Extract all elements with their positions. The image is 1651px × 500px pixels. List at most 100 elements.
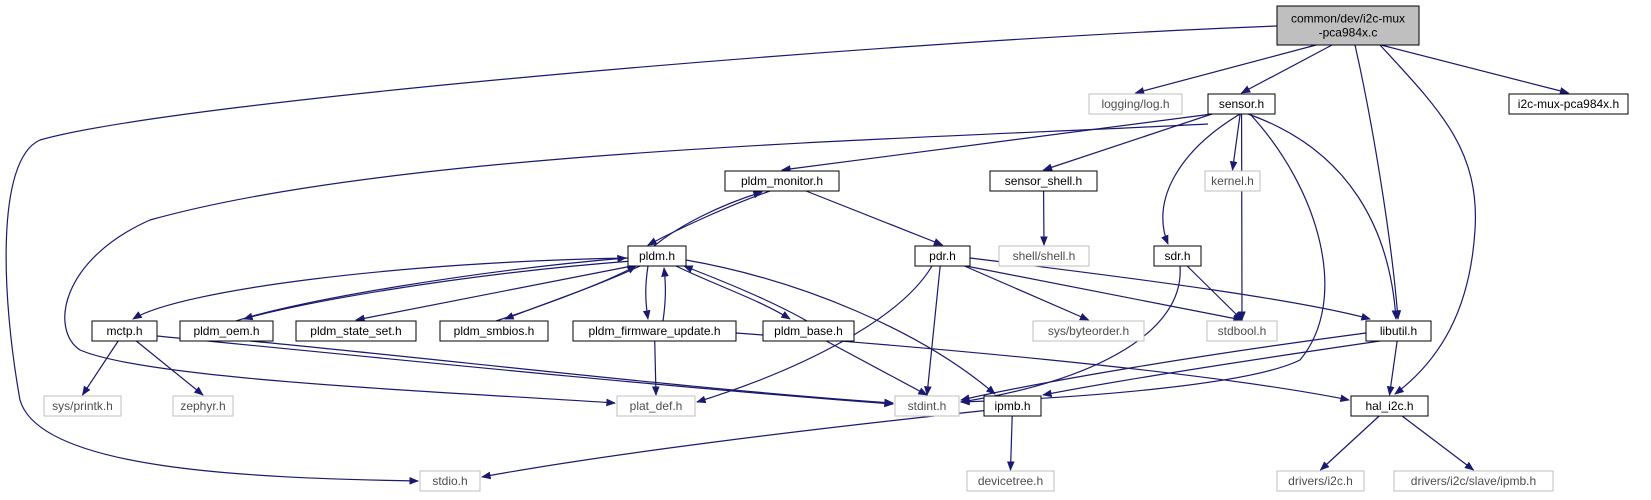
node-box <box>572 320 737 342</box>
edge-pldm-base-h-to-stdint-h <box>825 340 928 396</box>
edge-pldm-h-to-pldm-state-set-h <box>355 265 633 323</box>
node-label: i2c-mux-pca984x.h <box>1518 97 1619 111</box>
node-label: sys/printk.h <box>52 399 113 413</box>
node-label: pldm_firmware_update.h <box>588 324 720 338</box>
node-box <box>1508 93 1629 115</box>
node-mctp-h[interactable]: mctp.h <box>91 320 158 342</box>
edge-pldm-oem-h-to-stdint-h <box>249 340 894 407</box>
node-label: drivers/i2c/slave/ipmb.h <box>1411 474 1536 488</box>
edge-root-to-hal-i2c-h <box>1379 44 1477 395</box>
edge-pldm-h-to-mctp-h <box>132 257 629 320</box>
node-pldm-firmware-update-h[interactable]: pldm_firmware_update.h <box>572 320 737 342</box>
node-label: sdr.h <box>1164 249 1190 263</box>
edge-sensor-h-to-sensor-shell-h <box>1042 113 1213 171</box>
edge-pldm-firmware-update-h-to-hal-i2c-h <box>735 332 1350 403</box>
node-box <box>627 245 687 267</box>
edge-mctp-h-to-zephyr-h <box>135 340 204 396</box>
edge-libutil-h-to-hal-i2c-h <box>1386 340 1398 396</box>
edge-hal-i2c-h-to-drivers-i2c-h <box>1319 415 1380 471</box>
edge-sensor-h-to-pldm-monitor-h <box>781 113 1213 173</box>
edge-pldm-h-to-pldm-oem-h <box>243 260 633 321</box>
edge-pldm-h-to-pldm-base-h <box>675 265 791 320</box>
node-box <box>762 320 855 342</box>
node-box <box>439 320 549 342</box>
node-box <box>43 395 122 417</box>
node-logging-log-h: logging/log.h <box>1088 93 1183 115</box>
node-label: pldm_oem.h <box>193 324 259 338</box>
node-root[interactable]: common/dev/i2c-mux-pca984x.c <box>1276 5 1420 46</box>
edge-libutil-h-to-ipmb-h <box>1042 340 1381 398</box>
node-sensor-h[interactable]: sensor.h <box>1207 93 1276 115</box>
edge-pdr-h-to-sys-byteorder-h <box>964 265 1090 321</box>
edge-pldm-firmware-update-h-to-pldm-h <box>661 267 669 322</box>
edge-sensor-h-to-kernel-h <box>1229 113 1241 171</box>
node-label: ipmb.h <box>994 399 1030 413</box>
node-sensor-shell-h[interactable]: sensor_shell.h <box>989 170 1098 192</box>
node-label: pldm.h <box>639 249 675 263</box>
node-pldm-smbios-h[interactable]: pldm_smbios.h <box>439 320 549 342</box>
node-label: logging/log.h <box>1101 97 1169 111</box>
node-box <box>179 320 274 342</box>
node-sdr-h[interactable]: sdr.h <box>1153 245 1202 267</box>
node-box <box>295 320 417 342</box>
node-label: kernel.h <box>1211 174 1254 188</box>
node-pdr-h[interactable]: pdr.h <box>914 245 971 267</box>
edge-sdr-h-to-stdbool-h <box>1186 265 1243 321</box>
node-drivers-i2c-h: drivers/i2c.h <box>1276 470 1365 492</box>
node-plat-def-h: plat_def.h <box>616 395 696 417</box>
node-drivers-i2c-slave-ipmb-h: drivers/i2c/slave/ipmb.h <box>1393 470 1554 492</box>
node-pldm-state-set-h[interactable]: pldm_state_set.h <box>295 320 417 342</box>
node-label: stdint.h <box>908 399 947 413</box>
node-box <box>1206 320 1278 342</box>
edge-sensor-h-to-sdr-h <box>1161 113 1241 245</box>
edge-sensor-h-to-plat-def-h <box>64 123 1209 407</box>
edge-pldm-oem-h-to-pldm-h <box>235 254 627 322</box>
node-box <box>1276 470 1365 492</box>
edges-layer <box>5 25 1570 485</box>
node-label: sys/byteorder.h <box>1048 324 1129 338</box>
node-box <box>1204 170 1261 192</box>
node-label: pldm_monitor.h <box>741 174 823 188</box>
node-box <box>1393 470 1554 492</box>
node-hal-i2c-h[interactable]: hal_i2c.h <box>1350 395 1429 417</box>
node-box <box>966 470 1055 492</box>
edge-pdr-h-to-stdbool-h <box>965 265 1243 323</box>
node-label: -pca984x.c <box>1319 26 1378 40</box>
node-label: plat_def.h <box>630 399 683 413</box>
node-pldm-oem-h[interactable]: pldm_oem.h <box>179 320 274 342</box>
node-box <box>1365 320 1432 342</box>
node-label: pldm_base.h <box>774 324 843 338</box>
edge-root-to-i2c-mux-pca984x-h <box>1380 44 1570 95</box>
node-box <box>1032 320 1145 342</box>
node-label: shell/shell.h <box>1013 249 1076 263</box>
edge-pldm-h-to-ipmb-h <box>685 259 996 395</box>
node-i2c-mux-pca984x-h[interactable]: i2c-mux-pca984x.h <box>1508 93 1629 115</box>
node-zephyr-h: zephyr.h <box>172 395 234 417</box>
edge-mctp-h-to-stdint-h <box>156 335 894 408</box>
edge-root-to-libutil-h <box>1354 44 1402 320</box>
edge-sensor-h-to-stdint-h <box>960 113 1326 406</box>
node-ipmb-h[interactable]: ipmb.h <box>983 395 1042 417</box>
node-label: pldm_state_set.h <box>310 324 401 338</box>
node-pldm-monitor-h[interactable]: pldm_monitor.h <box>724 170 840 192</box>
node-pldm-base-h[interactable]: pldm_base.h <box>762 320 855 342</box>
node-box <box>989 170 1098 192</box>
edge-root-to-stdio-h <box>5 25 1278 485</box>
node-libutil-h[interactable]: libutil.h <box>1365 320 1432 342</box>
edge-ipmb-h-to-stdio-h <box>481 409 991 480</box>
node-box <box>914 245 971 267</box>
edge-pldm-h-to-pldm-monitor-h <box>653 190 763 247</box>
edge-sdr-h-to-stdint-h <box>960 265 1181 405</box>
node-box <box>1088 93 1183 115</box>
node-stdint-h: stdint.h <box>894 395 960 417</box>
edge-root-to-sensor-h <box>1240 44 1333 94</box>
node-pldm-h[interactable]: pldm.h <box>627 245 687 267</box>
node-label: common/dev/i2c-mux <box>1291 12 1405 26</box>
node-label: pdr.h <box>929 249 956 263</box>
node-box <box>616 395 696 417</box>
nodes-layer: common/dev/i2c-mux-pca984x.c logging/log.… <box>43 5 1629 492</box>
node-box <box>894 395 960 417</box>
node-label: mctp.h <box>106 324 142 338</box>
node-label: pldm_smbios.h <box>454 324 535 338</box>
